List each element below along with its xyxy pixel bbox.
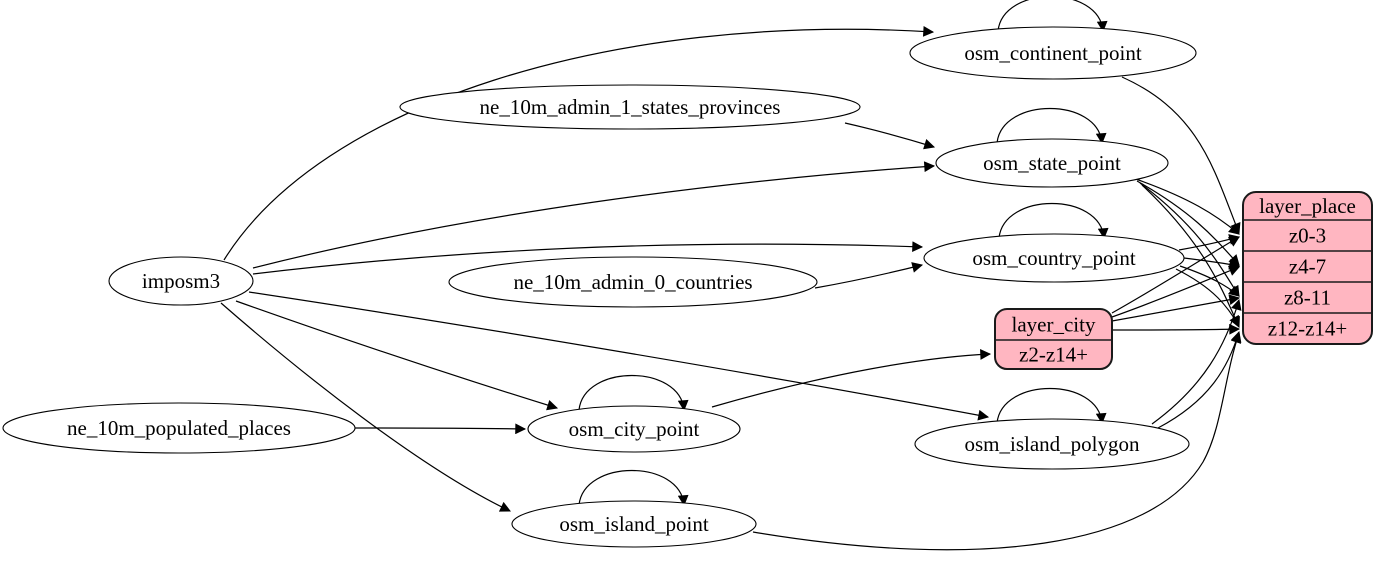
node-label-ne_10m_admin_0_countries: ne_10m_admin_0_countries [513, 270, 752, 294]
node-osm_island_polygon: osm_island_polygon [914, 387, 1190, 470]
edge-osm_island_polygon-to-layer_place-z8-11 [1151, 298, 1242, 425]
record-shape-layer_place [1242, 191, 1373, 345]
self-loop-osm_continent_point [997, 0, 1108, 33]
record-row-layer_place-2: z8-11 [1284, 286, 1331, 310]
node-label-osm_state_point: osm_state_point [983, 151, 1121, 175]
edge-imposm3-to-osm_island_polygon [248, 291, 990, 421]
edge-imposm3-to-osm_country_point [252, 241, 924, 275]
node-osm_state_point: osm_state_point [935, 107, 1169, 188]
edge-osm_country_point-to-layer_place-z0-3 [1178, 234, 1241, 251]
record-row-layer_city-0: z2-z14+ [1019, 343, 1088, 367]
edge-osm_country_point-to-layer_place-z4-7 [1183, 257, 1241, 270]
node-shape-imposm3 [108, 256, 254, 306]
edge-ne_10m_populated_places-to-osm_city_point [354, 423, 527, 435]
edge-imposm3-to-osm_city_point [235, 300, 559, 411]
node-label-imposm3: imposm3 [142, 269, 220, 293]
edge-ne_10m_admin_1_states_provinces-to-osm_state_point [844, 122, 936, 150]
node-label-ne_10m_admin_1_states_provinces: ne_10m_admin_1_states_provinces [480, 95, 781, 119]
edge-layer_city-to-layer_place-z0-3 [1111, 236, 1240, 314]
record-row-layer_place-1: z4-7 [1289, 255, 1326, 279]
node-osm_city_point: osm_city_point [527, 374, 741, 453]
node-shape-osm_island_polygon [914, 418, 1190, 470]
node-osm_country_point: osm_country_point [923, 202, 1185, 283]
node-shape-osm_island_point [511, 500, 757, 548]
node-label-osm_island_polygon: osm_island_polygon [964, 432, 1140, 456]
node-label-osm_country_point: osm_country_point [972, 246, 1135, 270]
node-label-osm_city_point: osm_city_point [569, 417, 700, 441]
self-loop-osm_island_point [578, 469, 689, 507]
node-shape-ne_10m_admin_0_countries [448, 256, 818, 308]
record-layer_city: layer_city z2-z14+ [994, 308, 1113, 370]
node-label-osm_continent_point: osm_continent_point [964, 41, 1141, 65]
node-shape-osm_country_point [923, 233, 1185, 283]
record-row-layer_place-3: z12-z14+ [1268, 317, 1347, 341]
node-osm_continent_point: osm_continent_point [909, 0, 1197, 80]
self-loop-osm_state_point [996, 107, 1107, 145]
node-shape-osm_city_point [527, 405, 741, 453]
node-label-ne_10m_populated_places: ne_10m_populated_places [67, 416, 291, 440]
edge-imposm3-to-osm_continent_point [223, 26, 935, 261]
edge-osm_state_point-to-layer_place-z0-3 [1132, 177, 1240, 235]
record-title-layer_city: layer_city [1012, 313, 1096, 337]
edge-imposm3-to-osm_state_point [252, 161, 936, 269]
node-label-osm_island_point: osm_island_point [559, 512, 709, 536]
edge-osm_country_point-to-layer_place-z12-z14+ [1175, 268, 1240, 327]
node-ne_10m_populated_places: ne_10m_populated_places [2, 402, 356, 454]
edge-osm_continent_point-to-layer_place-z0-3 [1121, 76, 1241, 235]
record-title-layer_place: layer_place [1259, 194, 1356, 218]
edge-layer_city-to-layer_place-z4-7 [1111, 265, 1240, 318]
node-ne_10m_admin_0_countries: ne_10m_admin_0_countries [448, 256, 818, 308]
edge-osm_state_point-to-layer_place-z8-11 [1139, 182, 1240, 297]
edge-layer_city-to-layer_place-z8-11 [1111, 294, 1241, 322]
edge-imposm3-to-osm_island_point [220, 302, 511, 512]
record-row-layer_place-0: z0-3 [1289, 224, 1326, 248]
self-loop-osm_island_polygon [996, 387, 1107, 425]
node-shape-osm_continent_point [909, 26, 1197, 80]
node-osm_island_point: osm_island_point [511, 469, 757, 548]
self-loop-osm_city_point [578, 374, 689, 412]
self-loop-osm_country_point [998, 202, 1109, 240]
node-imposm3: imposm3 [108, 256, 254, 306]
node-shape-osm_state_point [935, 138, 1169, 188]
node-shape-ne_10m_populated_places [2, 402, 356, 454]
node-shape-ne_10m_admin_1_states_provinces [399, 84, 861, 130]
edge-ne_10m_admin_0_countries-to-osm_country_point [814, 262, 924, 289]
record-shape-layer_city [994, 308, 1113, 370]
edge-osm_island_point-to-layer_place-z12-z14+ [752, 331, 1242, 551]
edge-osm_city_point-to-layer_city-z2-z14+ [711, 349, 992, 408]
edge-osm_state_point-to-layer_place-z12-z14+ [1141, 184, 1240, 328]
edge-osm_state_point-to-layer_place-z4-7 [1136, 180, 1240, 266]
node-ne_10m_admin_1_states_provinces: ne_10m_admin_1_states_provinces [399, 84, 861, 130]
edge-layer_city-to-layer_place-z12-z14+ [1111, 323, 1241, 335]
record-layer_place: layer_place z0-3 z4-7 z8-11 z12-z14+ [1242, 191, 1373, 345]
edge-osm_country_point-to-layer_place-z8-11 [1179, 265, 1240, 297]
